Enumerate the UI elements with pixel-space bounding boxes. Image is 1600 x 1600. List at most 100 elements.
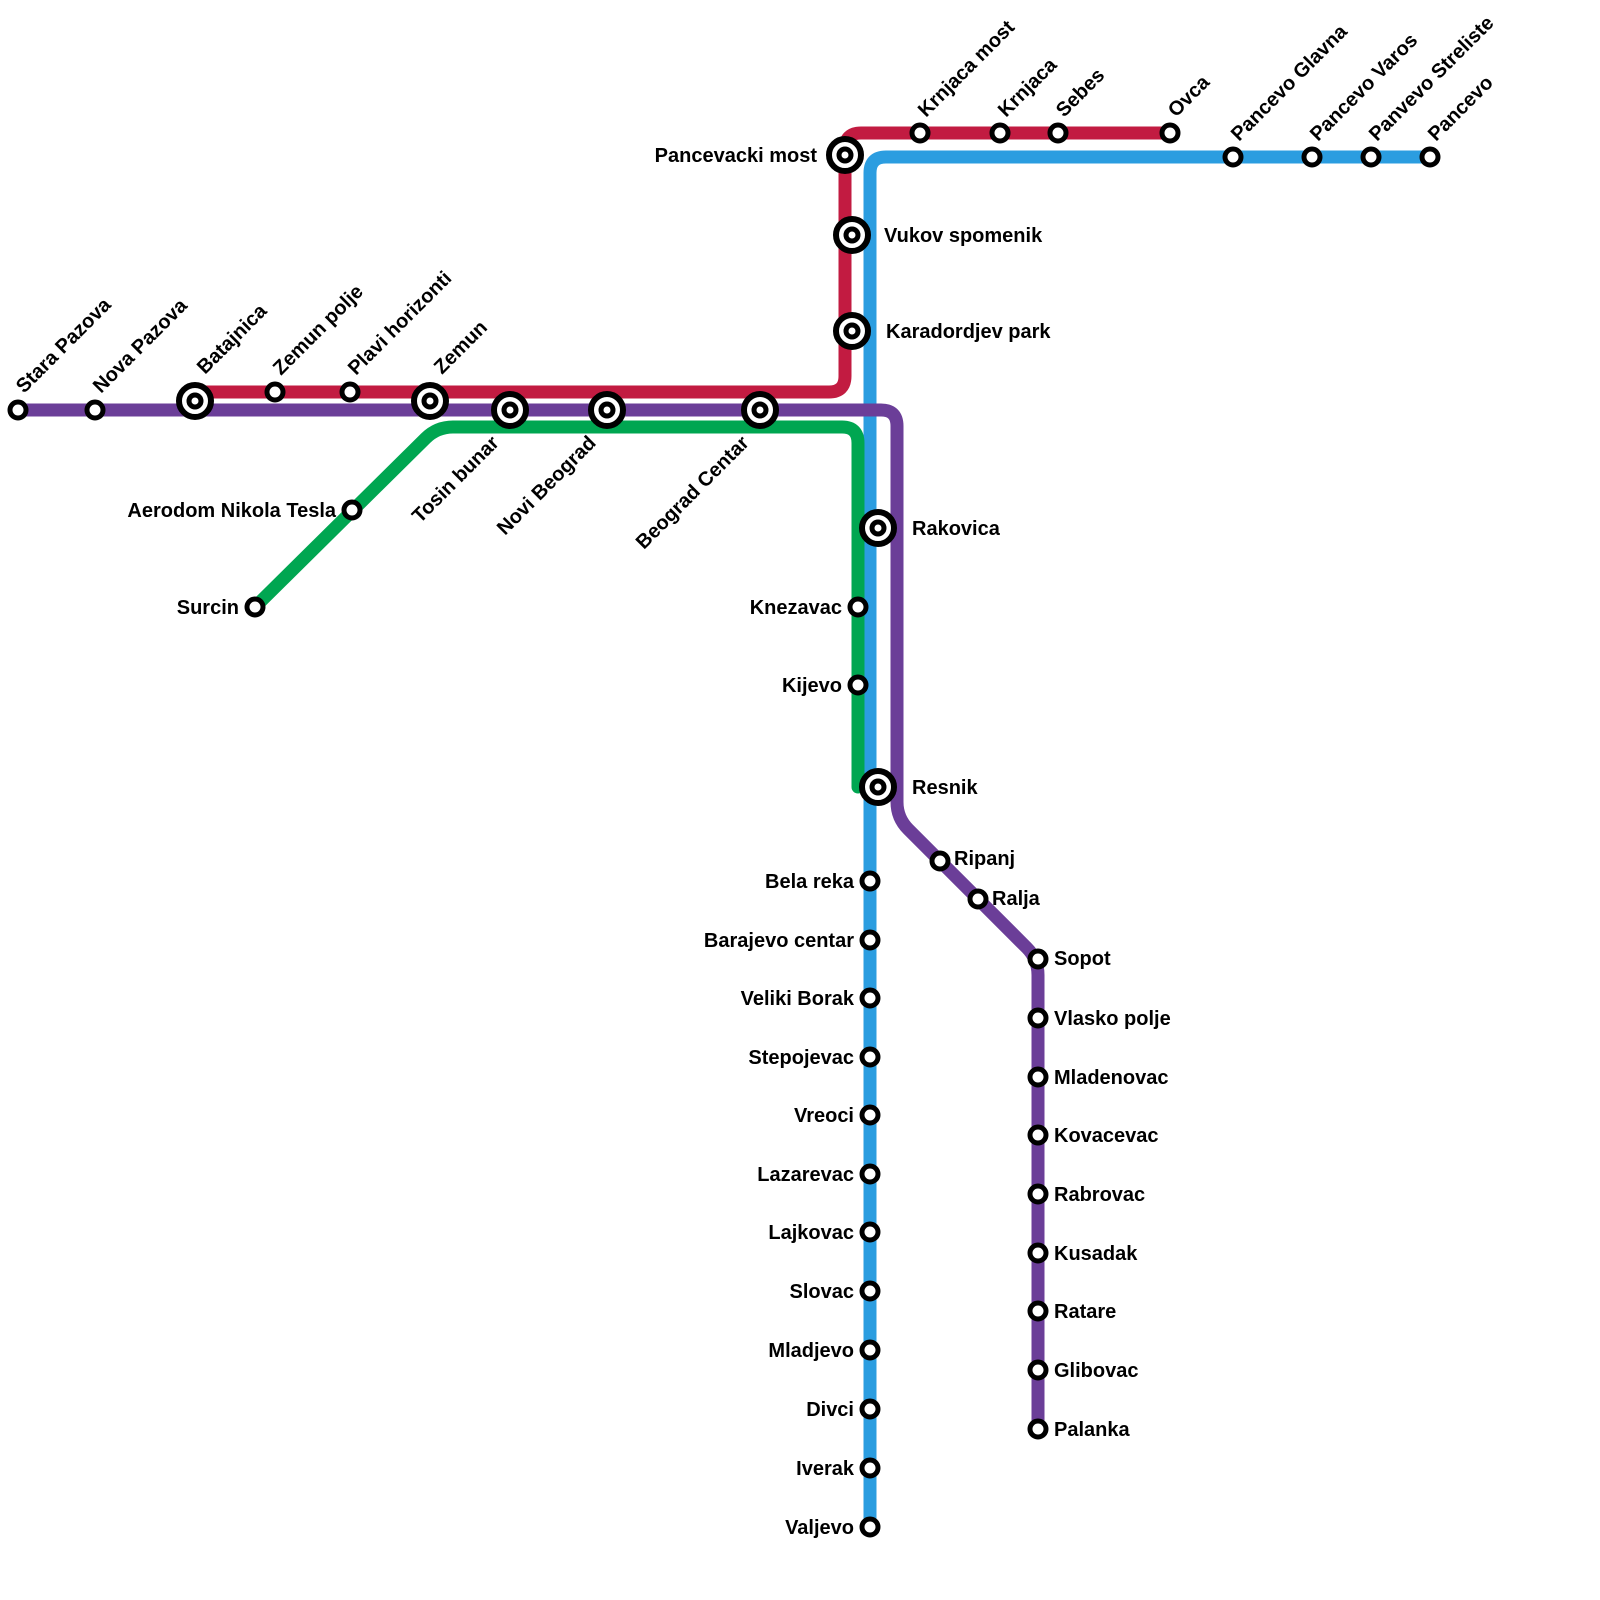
station-aerodom-nikola-tesla[interactable] bbox=[341, 499, 363, 521]
station-surcin[interactable] bbox=[244, 596, 266, 618]
station-label-kovacevac: Kovacevac bbox=[1054, 1125, 1159, 1147]
station-zemun[interactable] bbox=[411, 382, 449, 420]
station-marker-icon bbox=[1027, 1066, 1049, 1088]
station-bela-reka[interactable] bbox=[859, 870, 881, 892]
station-lazarevac[interactable] bbox=[859, 1163, 881, 1185]
station-marker-icon bbox=[909, 122, 931, 144]
station-marker-icon bbox=[7, 399, 29, 421]
station-ratare[interactable] bbox=[1027, 1300, 1049, 1322]
station-mladjevo[interactable] bbox=[859, 1339, 881, 1361]
station-marker-icon bbox=[989, 122, 1011, 144]
station-lajkovac[interactable] bbox=[859, 1221, 881, 1243]
station-vukov-spomenik[interactable] bbox=[833, 216, 871, 254]
interchange-marker-inner-icon bbox=[598, 401, 616, 419]
station-label-slovac: Slovac bbox=[790, 1281, 854, 1303]
interchange-marker-inner-icon bbox=[843, 226, 861, 244]
station-glibovac[interactable] bbox=[1027, 1359, 1049, 1381]
station-marker-icon bbox=[1027, 948, 1049, 970]
station-marker-icon bbox=[929, 850, 951, 872]
station-panvevo-streliste[interactable] bbox=[1360, 146, 1382, 168]
station-krnjaca-most[interactable] bbox=[909, 122, 931, 144]
station-label-ovca: Ovca bbox=[1164, 71, 1215, 122]
station-label-resnik: Resnik bbox=[912, 777, 978, 799]
station-label-lazarevac: Lazarevac bbox=[757, 1164, 854, 1186]
station-valjevo[interactable] bbox=[859, 1516, 881, 1538]
station-marker-icon bbox=[1301, 146, 1323, 168]
station-marker-icon bbox=[859, 929, 881, 951]
station-marker-icon bbox=[847, 674, 869, 696]
station-label-rabrovac: Rabrovac bbox=[1054, 1184, 1145, 1206]
station-label-ripanj: Ripanj bbox=[954, 848, 1015, 870]
station-marker-icon bbox=[859, 870, 881, 892]
station-label-vlasko-polje: Vlasko polje bbox=[1054, 1008, 1171, 1030]
station-label-veliki-borak: Veliki Borak bbox=[741, 988, 855, 1010]
line-blue bbox=[863, 150, 1437, 1534]
station-label-kusadak: Kusadak bbox=[1054, 1243, 1138, 1265]
station-karadordjev-park[interactable] bbox=[833, 312, 871, 350]
station-knezavac[interactable] bbox=[847, 596, 869, 618]
station-ripanj[interactable] bbox=[929, 850, 951, 872]
station-ovca[interactable] bbox=[1159, 122, 1181, 144]
station-batajnica[interactable] bbox=[176, 382, 214, 420]
station-rakovica[interactable] bbox=[859, 509, 897, 547]
interchange-marker-inner-icon bbox=[186, 392, 204, 410]
station-vreoci[interactable] bbox=[859, 1104, 881, 1126]
station-marker-icon bbox=[859, 1457, 881, 1479]
station-marker-icon bbox=[84, 399, 106, 421]
station-label-beograd-centar: Beograd Centar bbox=[632, 432, 754, 554]
station-marker-icon bbox=[859, 1221, 881, 1243]
station-label-vreoci: Vreoci bbox=[794, 1105, 854, 1127]
station-label-ralja: Ralja bbox=[992, 888, 1041, 910]
station-sopot[interactable] bbox=[1027, 948, 1049, 970]
station-label-mladjevo: Mladjevo bbox=[768, 1340, 854, 1362]
station-pancevo[interactable] bbox=[1419, 146, 1441, 168]
station-veliki-borak[interactable] bbox=[859, 987, 881, 1009]
station-plavi-horizonti[interactable] bbox=[339, 381, 361, 403]
station-divci[interactable] bbox=[859, 1398, 881, 1420]
station-kijevo[interactable] bbox=[847, 674, 869, 696]
station-palanka[interactable] bbox=[1027, 1418, 1049, 1440]
station-iverak[interactable] bbox=[859, 1457, 881, 1479]
station-label-rakovica: Rakovica bbox=[912, 518, 1001, 540]
station-slovac[interactable] bbox=[859, 1280, 881, 1302]
station-marker-icon bbox=[1027, 1007, 1049, 1029]
station-label-pancevacki-most: Pancevacki most bbox=[655, 145, 818, 167]
station-novi-beograd[interactable] bbox=[588, 391, 626, 429]
line-purple bbox=[11, 403, 1045, 1436]
station-stara-pazova[interactable] bbox=[7, 399, 29, 421]
station-marker-icon bbox=[967, 888, 989, 910]
station-pancevo-varos[interactable] bbox=[1301, 146, 1323, 168]
station-ralja[interactable] bbox=[967, 888, 989, 910]
station-sebes[interactable] bbox=[1047, 122, 1069, 144]
station-label-sebes: Sebes bbox=[1052, 64, 1109, 121]
station-marker-icon bbox=[1419, 146, 1441, 168]
interchange-marker-inner-icon bbox=[869, 519, 887, 537]
station-marker-icon bbox=[1027, 1183, 1049, 1205]
station-tosin-bunar[interactable] bbox=[491, 391, 529, 429]
station-kovacevac[interactable] bbox=[1027, 1124, 1049, 1146]
station-marker-icon bbox=[341, 499, 363, 521]
station-zemun-polje[interactable] bbox=[264, 381, 286, 403]
station-resnik[interactable] bbox=[859, 768, 897, 806]
station-kusadak[interactable] bbox=[1027, 1242, 1049, 1264]
station-label-divci: Divci bbox=[806, 1399, 854, 1421]
station-pancevo-glavna[interactable] bbox=[1222, 146, 1244, 168]
station-beograd-centar[interactable] bbox=[741, 391, 779, 429]
station-rabrovac[interactable] bbox=[1027, 1183, 1049, 1205]
station-pancevacki-most[interactable] bbox=[826, 136, 864, 174]
station-mladenovac[interactable] bbox=[1027, 1066, 1049, 1088]
station-barajevo-centar[interactable] bbox=[859, 929, 881, 951]
station-stepojevac[interactable] bbox=[859, 1046, 881, 1068]
station-marker-icon bbox=[859, 1398, 881, 1420]
station-label-surcin: Surcin bbox=[177, 597, 239, 619]
station-vlasko-polje[interactable] bbox=[1027, 1007, 1049, 1029]
station-krnjaca[interactable] bbox=[989, 122, 1011, 144]
station-label-lajkovac: Lajkovac bbox=[768, 1222, 854, 1244]
line-red bbox=[188, 126, 1177, 399]
station-nova-pazova[interactable] bbox=[84, 399, 106, 421]
station-label-iverak: Iverak bbox=[796, 1458, 855, 1480]
station-marker-icon bbox=[859, 987, 881, 1009]
station-label-karadordjev-park: Karadordjev park bbox=[886, 321, 1051, 343]
